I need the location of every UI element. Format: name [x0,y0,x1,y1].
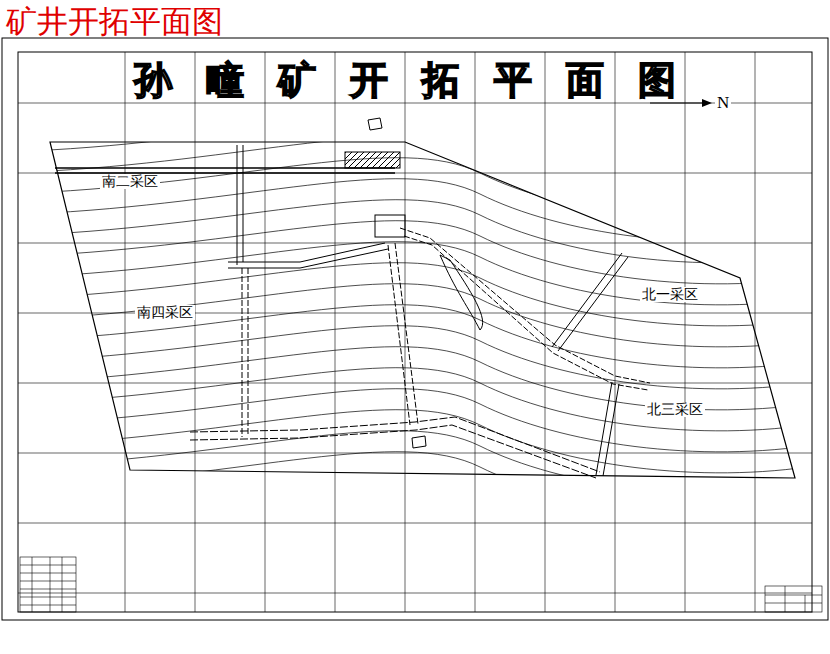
north-arrow-label: N [715,94,731,113]
overlay-title: 矿井开拓平面图 [4,4,225,38]
area-label: 北三采区 [645,402,705,417]
area-label: 南四采区 [135,305,195,320]
map-title: 孙疃矿开拓平面图 [134,60,710,102]
area-label: 北一采区 [640,287,700,302]
area-label: 南二采区 [100,174,160,189]
